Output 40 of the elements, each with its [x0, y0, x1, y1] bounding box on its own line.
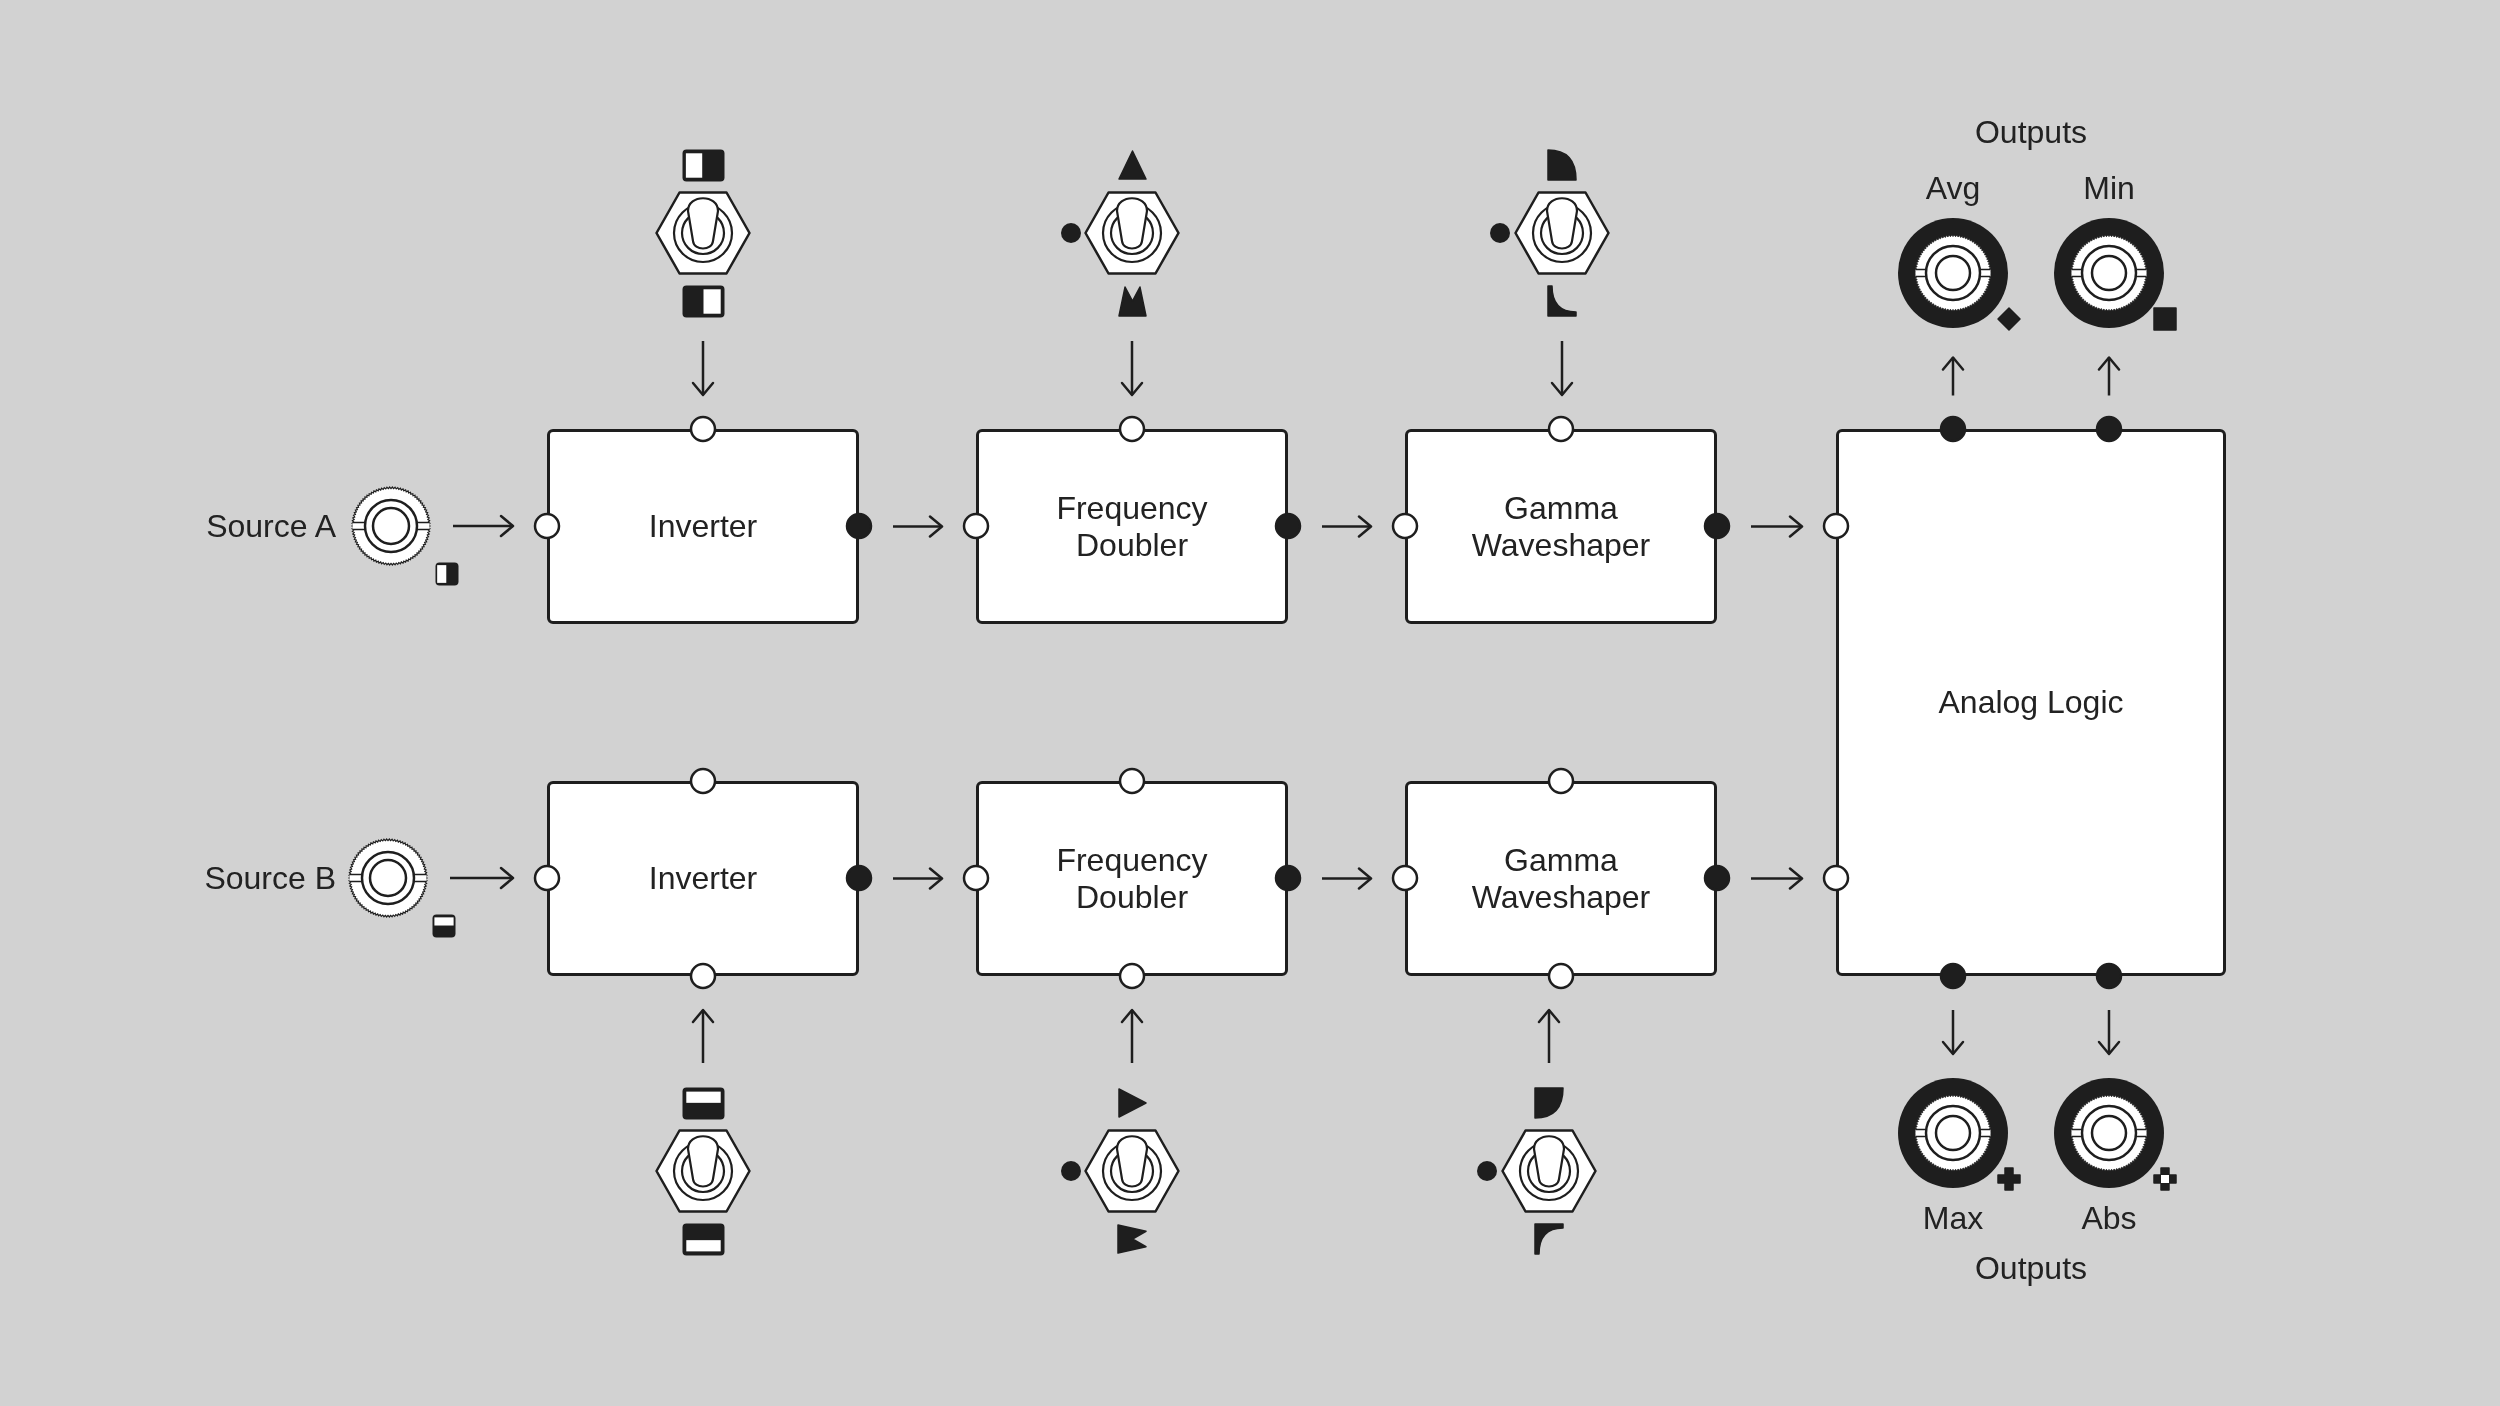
- jack-label: Source B: [204, 859, 336, 897]
- block-label: Inverter: [648, 508, 758, 545]
- block-label: Analog Logic: [1938, 684, 2124, 721]
- process-block: [1405, 429, 1717, 624]
- block-label: Gamma Waveshaper: [1471, 841, 1651, 916]
- arrow: [2097, 1010, 2121, 1056]
- arrow: [1120, 341, 1144, 397]
- jack-label: Min: [2083, 169, 2135, 207]
- arrow: [1751, 867, 1804, 890]
- arrow: [1120, 1008, 1144, 1063]
- arrow: [1941, 356, 1965, 396]
- process-block: [976, 429, 1288, 624]
- arrow: [893, 867, 944, 890]
- arrow: [1322, 867, 1373, 890]
- arrow: [453, 514, 515, 538]
- arrow: [2097, 356, 2121, 396]
- arrow: [893, 515, 944, 538]
- jack-label: Max: [1922, 1199, 1984, 1237]
- process-block: [976, 781, 1288, 976]
- block-label: Frequency Doubler: [1056, 841, 1208, 916]
- arrow: [450, 866, 515, 890]
- block-label: Gamma Waveshaper: [1471, 489, 1651, 564]
- process-block: [1836, 429, 2226, 976]
- process-block: [1405, 781, 1717, 976]
- block-label: Inverter: [648, 860, 758, 897]
- arrow: [1322, 515, 1373, 538]
- arrow: [1751, 515, 1804, 538]
- block-label: Frequency Doubler: [1056, 489, 1208, 564]
- jack-label: Source A: [206, 507, 336, 545]
- arrow: [691, 1008, 715, 1063]
- arrow: [1941, 1010, 1965, 1056]
- process-block: [547, 429, 859, 624]
- process-block: [547, 781, 859, 976]
- group-label: Outputs: [1974, 113, 2088, 151]
- arrow: [1550, 341, 1574, 397]
- group-label: Outputs: [1974, 1249, 2088, 1287]
- arrow: [1537, 1008, 1561, 1063]
- jack-label: Avg: [1925, 169, 1981, 207]
- arrow: [691, 341, 715, 397]
- jack-label: Abs: [2081, 1199, 2137, 1237]
